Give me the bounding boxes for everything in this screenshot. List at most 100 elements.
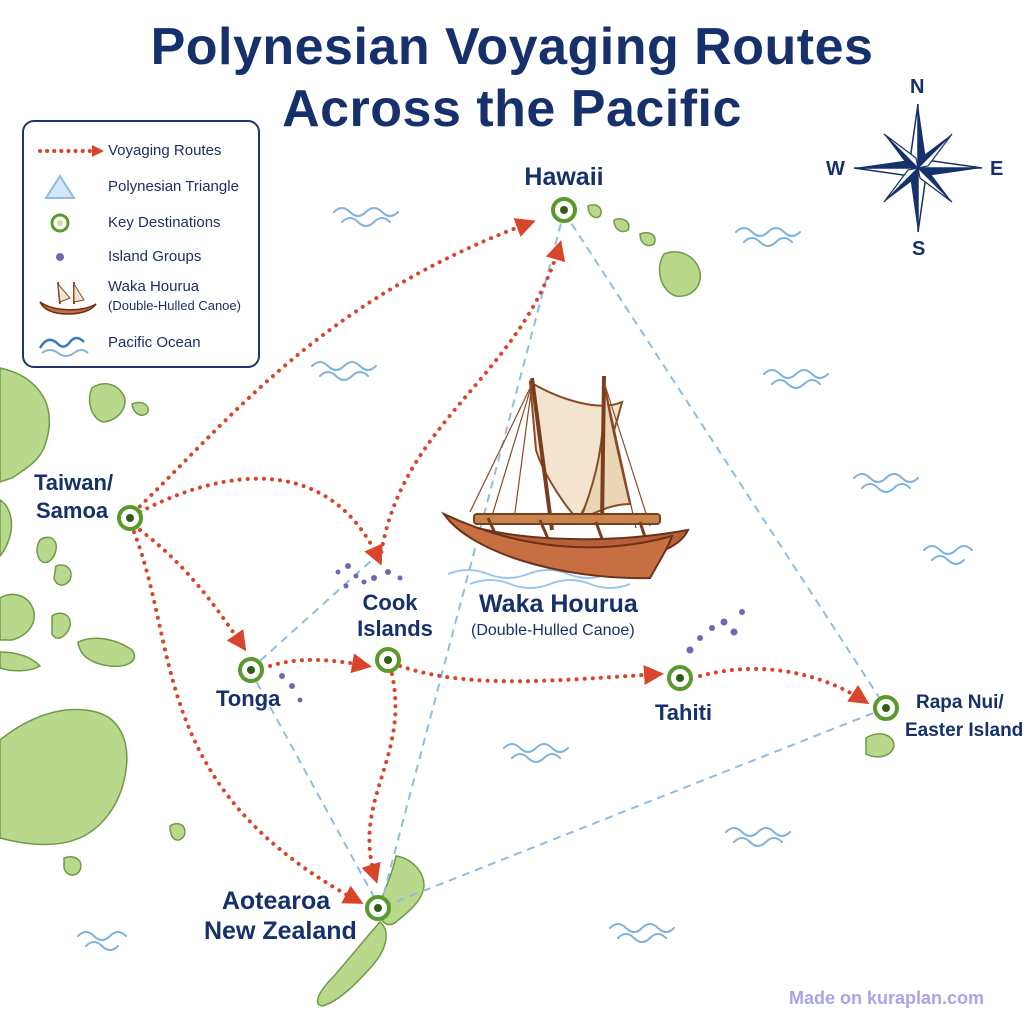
triangle-edge [379,211,565,909]
land-hawaii-islet-3 [639,232,656,247]
route-samoa-cook [138,476,383,566]
voyaging-routes [132,218,870,904]
place-label-rapa-nui: Rapa Nui/ [916,692,1004,713]
land-new-caledonia [169,822,186,841]
route-cook-tahiti [398,664,664,685]
place-label-aotearoa: Aotearoa [221,887,331,915]
canoe-water [469,579,631,589]
canoe-deck [473,513,661,525]
key-destinations [117,197,899,921]
place-label-taiwan: Taiwan/ [34,470,114,495]
compass-east: E [990,158,1004,180]
island-dot [353,573,359,579]
wave [319,371,369,381]
place-label-islands: Islands [357,616,433,641]
wave [333,207,399,217]
wave [743,237,793,247]
land-nz-south [316,920,387,1007]
legend-item-key-destinations: Key Destinations [24,208,260,238]
route-samoa-tonga [138,528,247,652]
route-tonga-cook [268,653,372,674]
destination-samoa[interactable] [117,505,143,531]
wave [77,931,127,941]
canoe-icon [39,281,97,315]
island-dot [720,618,728,626]
destination-tonga[interactable] [238,657,264,683]
dotted-arrow-icon [38,145,104,157]
land-taiwan [88,383,126,423]
legend-label: Island Groups [108,248,202,265]
waka-hourua-illustration [441,375,690,589]
island-dot [279,673,285,679]
credit-text[interactable]: Made on kuraplan.com [789,988,985,1008]
island-dot [397,575,403,581]
wave [725,827,791,837]
wave [771,379,821,389]
legend-label: Voyaging Routes [108,142,222,159]
island-dot [361,579,367,585]
island-dot [686,646,694,654]
land-borneo [0,593,35,641]
wave [853,473,919,483]
island-dot [371,575,377,581]
map-legend: Voyaging Routes Polynesian Triangle Key … [22,120,260,368]
island-dot [385,569,391,575]
page-title-line2: Across the Pacific [282,80,742,138]
place-label-hawaii: Hawaii [524,163,604,191]
small-dot-icon [56,253,64,261]
destination-rapa-nui[interactable] [873,695,899,721]
legend-label: Key Destinations [108,214,221,231]
island-dot [697,635,703,641]
land-hawaii-islet-1 [587,204,602,219]
destination-aotearoa[interactable] [365,895,391,921]
land-hawaii-big-island [658,251,701,297]
wave [609,923,675,933]
canoe-rigging [469,381,651,529]
land-hawaii-islet-2 [613,218,630,233]
triangle-edge [379,707,887,909]
legend-item-voyaging-routes: Voyaging Routes [24,136,260,166]
island-dot [709,625,715,631]
legend-label: Polynesian Triangle [108,178,239,195]
legend-sublabel: (Double-Hulled Canoe) [108,298,241,313]
legend-item-pacific-ocean: Pacific Ocean [24,328,260,358]
place-label-samoa: Samoa [36,498,109,523]
page-title: Polynesian Voyaging Routes [150,18,874,76]
ocean-waves [77,207,973,951]
wave [511,753,561,763]
land-sulawesi [51,612,71,639]
wave [85,941,119,951]
legend-item-waka-hourua: Waka Hourua (Double-Hulled Canoe) [24,276,260,320]
legend-label: Waka Hourua [108,278,200,295]
polynesian-triangle [249,211,887,909]
island-dot [345,563,351,569]
wave [311,361,377,371]
island-dot [335,569,341,575]
destination-tahiti[interactable] [667,665,693,691]
land-australia [0,708,128,846]
land-islets-pacific [0,651,42,672]
wave [923,545,973,555]
place-label-cook: Cook [362,590,418,615]
compass-north: N [910,76,925,98]
legend-label: Pacific Ocean [108,334,201,351]
route-cook-hawaii [378,240,566,562]
land-philippine-islets-2 [53,564,72,586]
island-groups [279,563,745,703]
island-dot [297,697,303,703]
place-label-new-zealand: New Zealand [204,917,357,945]
destination-hawaii[interactable] [551,197,577,223]
compass-rose [853,103,983,233]
legend-item-polynesian-triangle: Polynesian Triangle [24,172,260,202]
destination-cook-islands[interactable] [375,647,401,673]
triangle-inner-edge [249,669,381,909]
island-dot [289,683,295,689]
land-philippines [0,499,13,558]
land-easter-island [865,733,895,758]
wave-icon [38,336,89,357]
landmasses [0,204,895,1007]
route-samoa-nz [132,530,364,904]
canoe-label: Waka Hourua [479,590,638,618]
